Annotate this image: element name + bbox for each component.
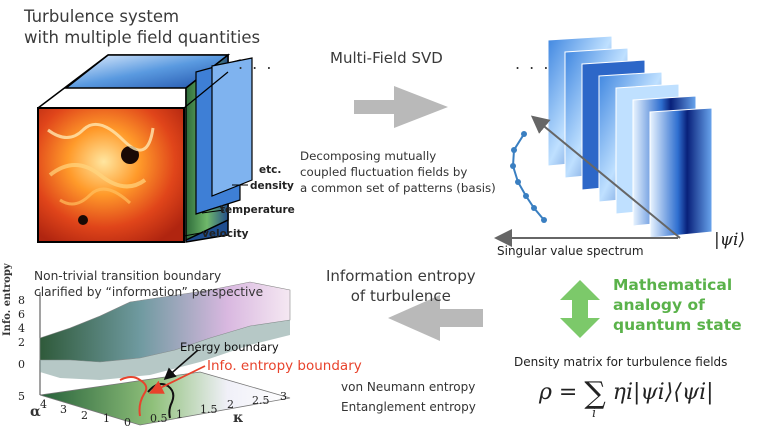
kappa-tick-3: 3 xyxy=(280,390,287,403)
alpha-tick-5: 5 xyxy=(18,390,25,403)
turbulence-cube xyxy=(37,53,253,243)
plot-zlabel: Info. entropy xyxy=(2,263,13,336)
label-velocity: velocity xyxy=(202,228,249,240)
ztick-2: 2 xyxy=(18,336,25,349)
energy-boundary-label: Energy boundary xyxy=(180,340,279,354)
alpha-tick-4: 4 xyxy=(40,398,47,411)
kappa-tick-2-5: 2.5 xyxy=(252,394,270,407)
basis-ket: |ψi⟩ xyxy=(714,230,746,250)
system-title: Turbulence system with multiple field qu… xyxy=(24,6,260,48)
plot-title: Non-trivial transition boundary clarifie… xyxy=(34,269,264,299)
label-density: density xyxy=(250,180,294,192)
label-temperature: temperature xyxy=(220,204,295,216)
ztick-0: 0 xyxy=(18,358,25,371)
system-title-line2: with multiple field quantities xyxy=(24,28,261,47)
kappa-tick-0-5: 0.5 xyxy=(150,412,168,425)
alpha-label: α xyxy=(30,404,41,420)
decomposition-text: Decomposing mutually coupled fluctuation… xyxy=(300,149,496,195)
ztick-4: 4 xyxy=(18,322,25,335)
analogy-arrow xyxy=(560,280,600,338)
alpha-tick-2: 2 xyxy=(81,409,88,422)
kappa-tick-2: 2 xyxy=(227,398,234,411)
svd-arrow xyxy=(354,86,448,128)
analogy-text: Mathematical analogy of quantum state xyxy=(613,276,742,334)
singular-value-spectrum xyxy=(510,131,547,223)
ellipsis-right: . . . xyxy=(515,54,551,73)
kappa-tick-1: 1 xyxy=(176,408,183,421)
label-etc: etc. xyxy=(259,164,282,176)
basis-panels xyxy=(547,35,713,239)
info-entropy-boundary-label: Info. entropy boundary xyxy=(207,358,362,374)
alpha-tick-0: 0 xyxy=(124,416,131,429)
entropy-surface-plot xyxy=(39,281,291,426)
entropy-list: von Neumann entropy Entanglement entropy xyxy=(341,380,476,414)
sum-index: i xyxy=(592,406,597,421)
ztick-8: 8 xyxy=(18,294,25,307)
ztick-6: 6 xyxy=(18,308,25,321)
ellipsis-left: . . . xyxy=(238,54,274,73)
system-title-line1: Turbulence system xyxy=(24,7,180,26)
svd-title: Multi-Field SVD xyxy=(330,49,443,67)
density-matrix-label: Density matrix for turbulence fields xyxy=(514,355,728,369)
singular-value-label: Singular value spectrum xyxy=(497,244,644,258)
info-entropy-title: Information entropy of turbulence xyxy=(326,267,476,305)
alpha-tick-1: 1 xyxy=(103,412,110,425)
density-formula: ρ = ∑ ηi|ψi⟩⟨ψi| xyxy=(539,376,714,411)
kappa-label: κ xyxy=(233,410,244,426)
alpha-tick-3: 3 xyxy=(60,403,67,416)
kappa-tick-1-5: 1.5 xyxy=(200,403,218,416)
entropy-arrow xyxy=(388,295,483,341)
